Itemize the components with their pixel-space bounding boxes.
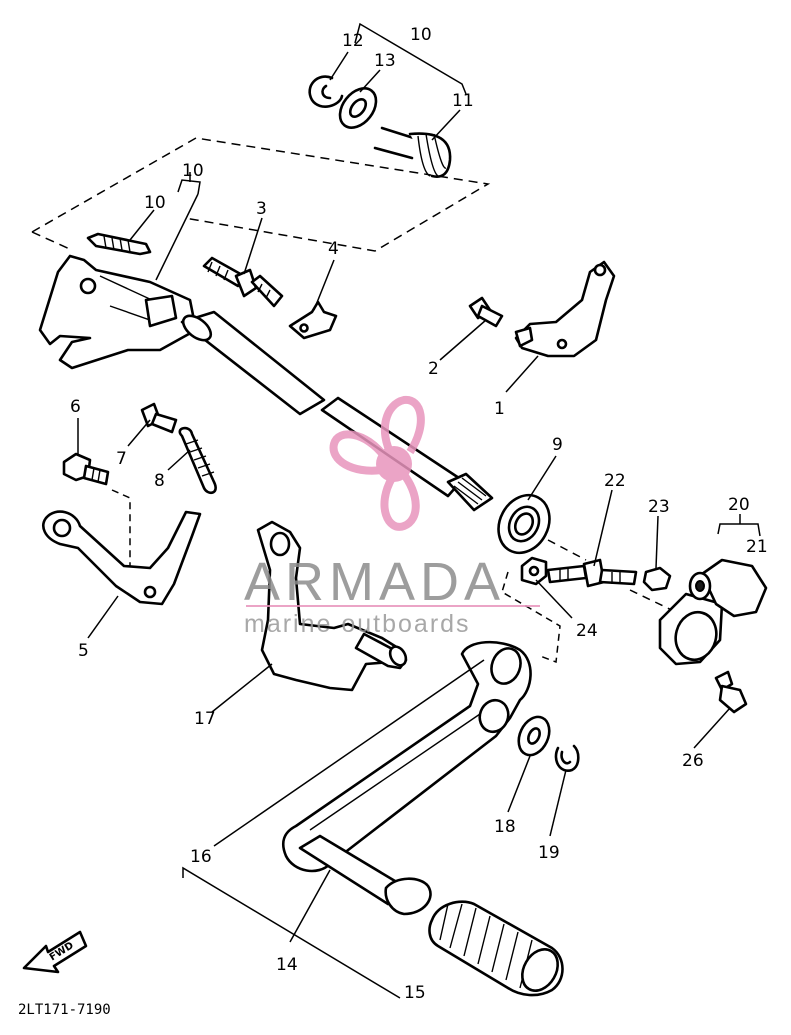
callout-23: 22 bbox=[604, 471, 626, 491]
callout-25: 24 bbox=[576, 621, 598, 641]
callout-8: 8 bbox=[154, 471, 165, 491]
part-16-rubber bbox=[428, 900, 564, 997]
part-25-nut bbox=[520, 556, 548, 586]
part-4-bracket bbox=[288, 300, 338, 340]
part-21-22-rod-end bbox=[658, 558, 768, 666]
callout-22: 21 bbox=[746, 537, 768, 557]
part-3-stud-bolt bbox=[202, 256, 284, 308]
leader-lines bbox=[77, 51, 731, 943]
part-20-clip bbox=[554, 744, 580, 772]
callout-12: 11 bbox=[452, 91, 474, 111]
callout-9: 9 bbox=[552, 435, 563, 455]
callout-3: 3 bbox=[256, 199, 267, 219]
callout-24: 23 bbox=[648, 497, 670, 517]
part-18-lever bbox=[256, 520, 408, 692]
watermark-tagline: marine outboards bbox=[244, 610, 471, 638]
callout-labels: 12 13 10 11 10 10 3 4 2 1 6 7 8 9 22 23 … bbox=[70, 25, 768, 1003]
part-13-circlip bbox=[308, 75, 344, 108]
part-1-lever bbox=[514, 260, 616, 358]
callout-13: 12 bbox=[342, 31, 364, 51]
part-12-spring bbox=[373, 126, 452, 178]
part-11-spring bbox=[86, 232, 152, 256]
propeller-logo-icon bbox=[329, 396, 425, 531]
part-14-washer bbox=[338, 87, 378, 129]
callout-14: 13 bbox=[374, 51, 396, 71]
figure-code: 2LT171-7190 bbox=[18, 1002, 111, 1018]
callout-4: 4 bbox=[328, 239, 339, 259]
callout-6: 6 bbox=[70, 397, 81, 417]
part-17-pedal bbox=[282, 640, 532, 873]
callout-10-top: 10 bbox=[410, 25, 432, 45]
callout-21: 20 bbox=[728, 495, 750, 515]
part-19-washer bbox=[517, 715, 551, 757]
callout-5: 5 bbox=[78, 641, 89, 661]
part-5-lever bbox=[42, 510, 202, 606]
callout-20: 19 bbox=[538, 843, 560, 863]
part-8-spring bbox=[178, 426, 217, 495]
callout-10-mid: 10 bbox=[182, 161, 204, 181]
callout-15: 14 bbox=[276, 955, 298, 975]
fwd-direction-icon: FWD bbox=[22, 930, 88, 974]
part-23-bolt bbox=[546, 558, 638, 588]
part-15-peg bbox=[298, 834, 432, 916]
callout-16: 15 bbox=[404, 983, 426, 1003]
callout-26: 26 bbox=[682, 751, 704, 771]
callout-7: 7 bbox=[116, 449, 127, 469]
part-2-bolt bbox=[468, 296, 504, 328]
part-24-nut bbox=[642, 566, 672, 592]
part-9-oil-seal bbox=[497, 493, 551, 555]
assembly-group-outlines bbox=[31, 22, 761, 999]
callout-19: 18 bbox=[494, 817, 516, 837]
callout-17: 16 bbox=[190, 847, 212, 867]
callout-2: 2 bbox=[428, 359, 439, 379]
part-7-screw bbox=[140, 402, 178, 434]
callout-11: 10 bbox=[144, 193, 166, 213]
callout-18: 17 bbox=[194, 709, 216, 729]
watermark: ARMADA marine outboards bbox=[244, 396, 540, 638]
part-6-bolt bbox=[62, 452, 110, 486]
callout-1: 1 bbox=[494, 399, 505, 419]
watermark-brand: ARMADA bbox=[244, 552, 505, 612]
part-26-bolt bbox=[714, 670, 748, 714]
